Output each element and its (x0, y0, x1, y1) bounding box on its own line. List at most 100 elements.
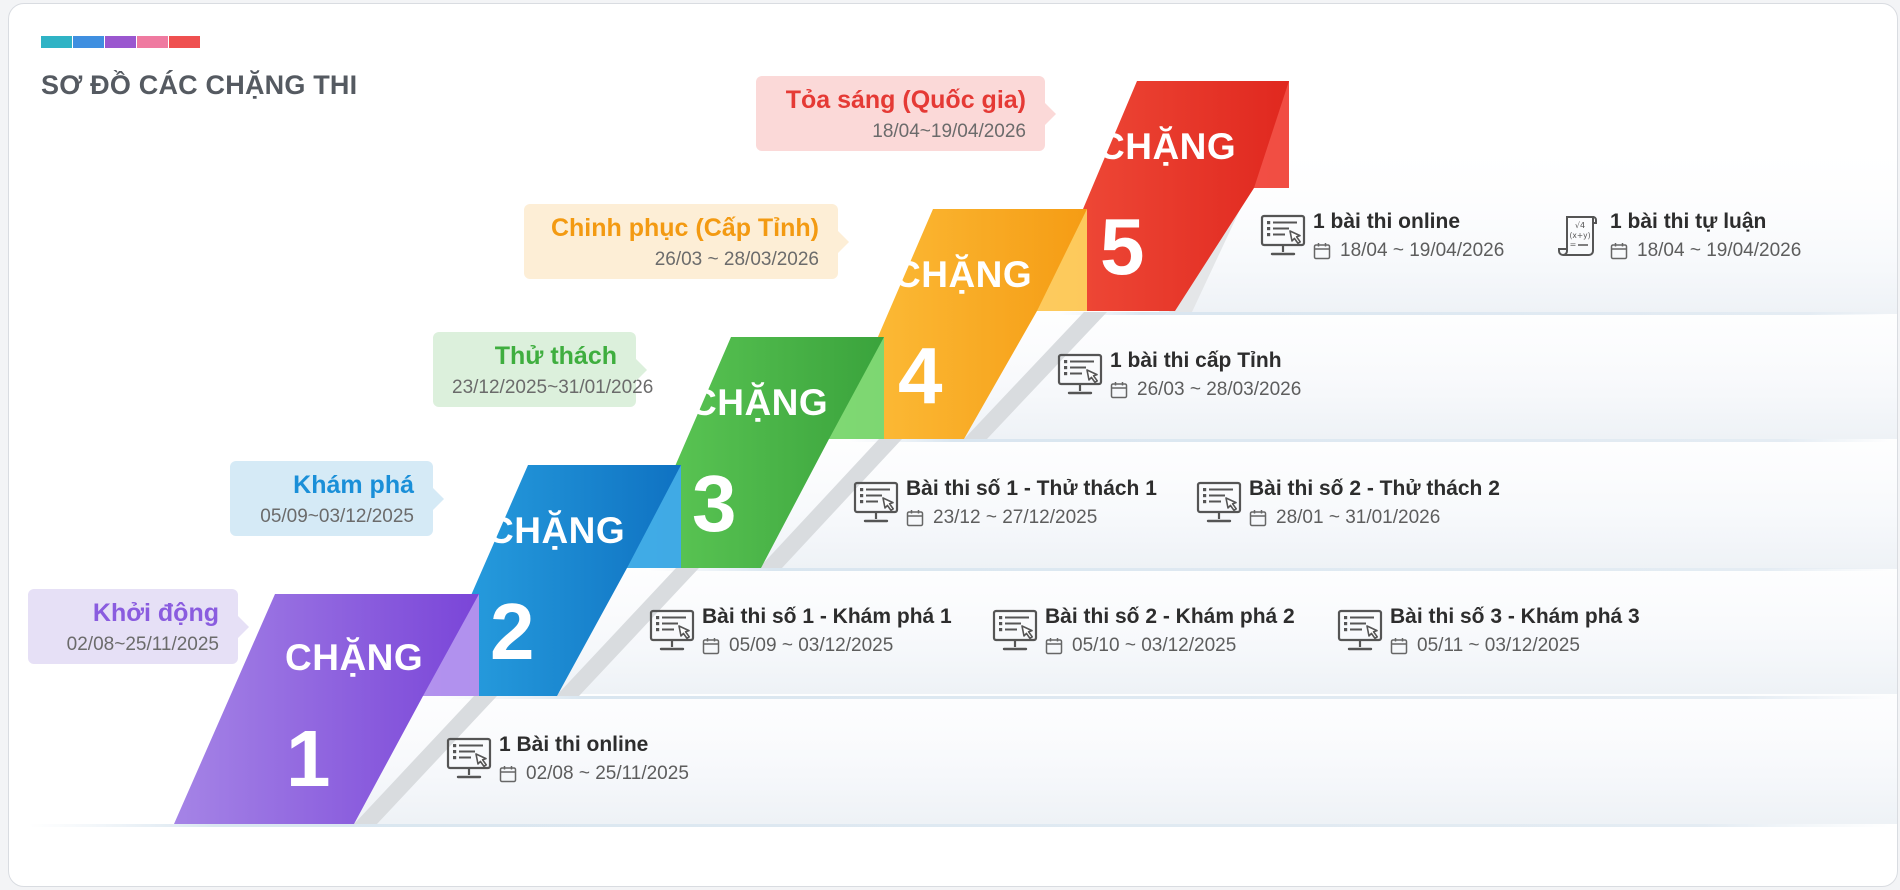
exam-date: 05/10 ~ 03/12/2025 (1072, 635, 1237, 656)
stage-4-block (834, 209, 1087, 439)
exam-date-line: 18/04 ~ 19/04/2026 (1610, 240, 1801, 262)
computer-icon (991, 607, 1039, 655)
exam-date: 26/03 ~ 28/03/2026 (1137, 379, 1302, 400)
callout-stage-name: Khám phá (293, 471, 414, 499)
stair-shadow (354, 696, 497, 824)
stage-2-number: 2 (490, 587, 535, 676)
calendar-icon (1110, 381, 1128, 399)
exam-date: 23/12 ~ 27/12/2025 (933, 507, 1098, 528)
stage-3-word: CHẶNG (690, 382, 829, 423)
page-title: SƠ ĐỒ CÁC CHẶNG THI (41, 70, 358, 100)
exam-date-line: 05/09 ~ 03/12/2025 (702, 635, 952, 657)
calendar-icon (1390, 637, 1408, 655)
staircase-graphic (29, 81, 1897, 827)
stage-4-number: 4 (898, 331, 943, 420)
callout-stage-date: 26/03 ~ 28/03/2026 (654, 249, 819, 270)
callout-stage-date: 23/12/2025~31/01/2026 (452, 377, 654, 398)
calendar-icon (499, 765, 517, 783)
computer-icon (852, 479, 900, 527)
computer-icon (1195, 479, 1243, 527)
exam-date-line: 18/04 ~ 19/04/2026 (1313, 240, 1504, 262)
stage-4-fold (1037, 209, 1087, 311)
essay-paper-icon: √4(x+y)= (1556, 212, 1604, 260)
title-bar-segment (105, 36, 136, 48)
exam-date: 02/08 ~ 25/11/2025 (526, 763, 689, 784)
stair-shadow (556, 568, 699, 696)
stage-2-fold (627, 465, 681, 568)
title-color-bar (41, 36, 200, 48)
computer-icon (648, 607, 696, 655)
stage-4-word: CHẶNG (894, 254, 1033, 295)
exam-date: 05/11 ~ 03/12/2025 (1417, 635, 1580, 656)
exam-title: Bài thi số 1 - Thử thách 1 (906, 477, 1157, 500)
exam-date-line: 26/03 ~ 28/03/2026 (1110, 379, 1301, 401)
exam-title: 1 bài thi cấp Tỉnh (1110, 349, 1282, 372)
exam-title: Bài thi số 1 - Khám phá 1 (702, 605, 952, 628)
callout-stage-3: Thử thách 23/12/2025~31/01/2026 (433, 332, 654, 407)
exam-title: Bài thi số 3 - Khám phá 3 (1390, 605, 1640, 628)
computer-icon (1056, 351, 1104, 399)
stage-3-number: 3 (692, 459, 737, 548)
calendar-icon (1313, 242, 1331, 260)
stage-5-number: 5 (1100, 202, 1145, 291)
callout-stage-1: Khởi động 02/08~25/11/2025 (28, 589, 249, 664)
calendar-icon (906, 509, 924, 527)
essay-icon-text: √4 (1575, 221, 1585, 230)
title-bar-segment (41, 36, 72, 48)
stage-5-fold (1254, 81, 1289, 188)
stair-shadow (759, 439, 902, 568)
row-divider (1059, 312, 1889, 315)
stage-5-block (1040, 81, 1289, 311)
row-divider (439, 696, 1889, 699)
callout-stage-4: Chinh phục (Cấp Tỉnh) 26/03 ~ 28/03/2026 (524, 204, 849, 279)
exam-date-line: 02/08 ~ 25/11/2025 (499, 763, 689, 785)
stage-1-block (174, 594, 479, 824)
exam-title: 1 Bài thi online (499, 733, 649, 756)
title-bar-segment (169, 36, 200, 48)
title-bar-segment (137, 36, 168, 48)
exam-item: Bài thi số 1 - Thử thách 1 23/12 ~ 27/12/… (852, 477, 1157, 529)
exam-title: 1 bài thi tự luận (1610, 210, 1767, 233)
exam-text: Bài thi số 3 - Khám phá 3 05/11 ~ 03/12/2… (1390, 605, 1640, 657)
row-divider (29, 824, 1889, 827)
exam-item: Bài thi số 2 - Khám phá 2 05/10 ~ 03/12/2… (991, 605, 1295, 657)
exam-text: 1 bài thi cấp Tỉnh 26/03 ~ 28/03/2026 (1110, 349, 1301, 401)
calendar-icon (702, 637, 720, 655)
exam-title: Bài thi số 2 - Khám phá 2 (1045, 605, 1295, 628)
exam-item: Bài thi số 3 - Khám phá 3 05/11 ~ 03/12/2… (1336, 605, 1640, 657)
exam-item: 1 bài thi cấp Tỉnh 26/03 ~ 28/03/2026 (1056, 349, 1301, 401)
exam-date: 18/04 ~ 19/04/2026 (1637, 240, 1802, 261)
exam-item: Bài thi số 1 - Khám phá 1 05/09 ~ 03/12/2… (648, 605, 952, 657)
callout-stage-name: Khởi động (92, 599, 219, 627)
stage-diagram-card: SƠ ĐỒ CÁC CHẶNG THI (8, 3, 1898, 887)
exam-item: √4(x+y)= 1 bài thi tự luận 18/04 ~ 19/04/2… (1556, 210, 1801, 262)
computer-icon (445, 735, 493, 783)
title-bar-segment (73, 36, 104, 48)
computer-icon (1336, 607, 1384, 655)
essay-icon-text: = (1570, 240, 1577, 249)
calendar-icon (1045, 637, 1063, 655)
exam-date-line: 28/01 ~ 31/01/2026 (1249, 507, 1500, 529)
stage-1-word: CHẶNG (285, 637, 424, 678)
callout-stage-2: Khám phá 05/09~03/12/2025 (230, 461, 444, 536)
callout-stage-5: Tỏa sáng (Quốc gia) 18/04~19/04/2026 (756, 76, 1056, 151)
row-divider (849, 439, 1889, 442)
exam-date: 05/09 ~ 03/12/2025 (729, 635, 894, 656)
exam-text: 1 bài thi tự luận 18/04 ~ 19/04/2026 (1610, 210, 1801, 262)
callout-stage-name: Tỏa sáng (Quốc gia) (785, 86, 1026, 114)
callout-stage-date: 02/08~25/11/2025 (66, 634, 219, 655)
callout-stage-date: 18/04~19/04/2026 (872, 121, 1026, 142)
callout-stage-name: Chinh phục (Cấp Tỉnh) (550, 214, 819, 242)
exam-date: 28/01 ~ 31/01/2026 (1276, 507, 1441, 528)
exam-date: 18/04 ~ 19/04/2026 (1340, 240, 1505, 261)
stage-5-word: CHẶNG (1098, 126, 1237, 167)
exam-date-line: 05/11 ~ 03/12/2025 (1390, 635, 1640, 657)
exam-text: Bài thi số 2 - Khám phá 2 05/10 ~ 03/12/2… (1045, 605, 1295, 657)
exam-date-line: 05/10 ~ 03/12/2025 (1045, 635, 1295, 657)
computer-icon (1259, 212, 1307, 260)
exam-text: 1 Bài thi online 02/08 ~ 25/11/2025 (499, 733, 689, 785)
